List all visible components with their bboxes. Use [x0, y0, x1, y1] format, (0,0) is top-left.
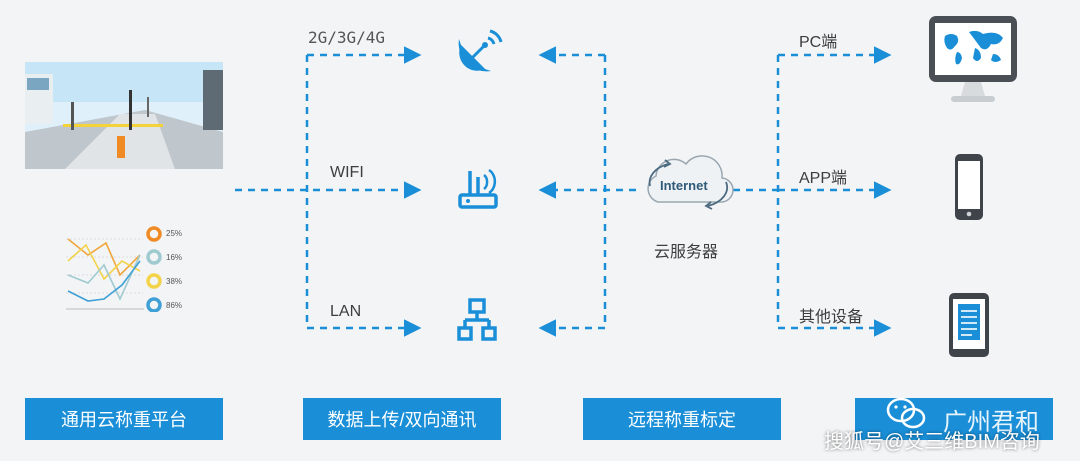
app-label: APP端	[799, 170, 848, 187]
lan-label: LAN	[330, 303, 362, 320]
wifi-label: WIFI	[330, 164, 364, 181]
donut-indicators	[146, 226, 162, 312]
platform-bar: 通用云称重平台	[25, 398, 223, 440]
brand-bar: 广州君和	[855, 398, 1053, 440]
cloud-server-label: 云服务器	[654, 244, 719, 261]
network-topology-icon	[457, 298, 497, 341]
satellite-dish-icon	[458, 29, 503, 72]
wechat-logo-icon	[886, 397, 926, 429]
desktop-monitor-icon	[929, 16, 1017, 102]
other-devices-label: 其他设备	[799, 309, 864, 326]
chart-pct-3: 38%	[166, 277, 183, 286]
chart-pct-2: 16%	[166, 253, 183, 262]
brand-bar-label: 广州君和	[943, 408, 1039, 436]
tablet-icon	[949, 293, 989, 357]
platform-bar-label: 通用云称重平台	[61, 410, 187, 430]
internet-cloud-icon	[647, 155, 734, 210]
smartphone-icon	[955, 154, 983, 220]
weighbridge-scene-image	[25, 62, 223, 169]
watermark-text: 搜狐号@艾三维BIM咨询	[824, 431, 1040, 453]
chart-pct-1: 25%	[166, 229, 183, 238]
internet-label: Internet	[660, 178, 708, 193]
pc-label: PC端	[799, 34, 838, 51]
data-upload-bar-label: 数据上传/双向通讯	[327, 410, 477, 430]
cellular-label: 2G/3G/4G	[308, 28, 386, 47]
data-upload-bar: 数据上传/双向通讯	[303, 398, 501, 440]
wifi-router-icon	[458, 168, 498, 209]
remote-calibration-bar-label: 远程称重标定	[628, 410, 736, 430]
remote-calibration-bar: 远程称重标定	[583, 398, 781, 440]
chart-pct-4: 86%	[166, 301, 183, 310]
statistics-chart-image	[66, 238, 144, 310]
